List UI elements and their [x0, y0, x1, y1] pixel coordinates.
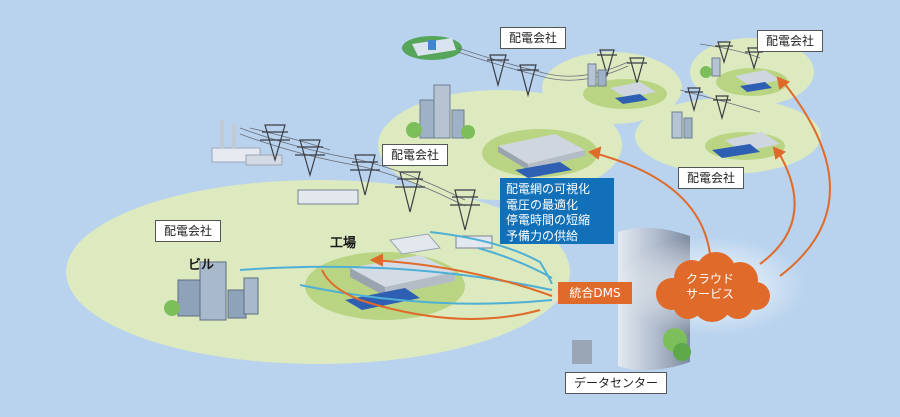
function-list-box: 配電網の可視化 電圧の最適化 停電時間の短縮 予備力の供給: [500, 178, 614, 244]
integrated-dms-box: 統合DMS: [558, 282, 632, 304]
label-distribution-company-main: 配電会社: [155, 220, 222, 242]
hydro-dam: [402, 36, 462, 60]
label-distribution-company-top: 配電会社: [500, 27, 567, 49]
pylons: [260, 41, 763, 231]
cloud-service-line1: クラウド: [685, 272, 734, 286]
power-plant: [211, 120, 283, 166]
mid-buildings: [406, 84, 475, 139]
office-buildings: [164, 261, 259, 321]
cloud-service-label: クラウド サービス: [660, 272, 760, 302]
mid-substation: [498, 134, 585, 178]
label-factory: 工場: [330, 236, 357, 251]
label-building: ビル: [188, 258, 215, 273]
function-outage-reduction: 停電時間の短縮: [506, 213, 591, 227]
substations: [297, 189, 493, 249]
label-distribution-company-right-top: 配電会社: [757, 30, 824, 52]
right-mid-cluster: [671, 111, 780, 158]
top-cluster: [587, 63, 656, 104]
label-data-center: データセンター: [565, 372, 668, 394]
cloud-service-line2: サービス: [685, 287, 734, 301]
cloud-service-shape: [656, 252, 770, 322]
right-top-cluster: [700, 57, 780, 92]
label-distribution-company-right-mid: 配電会社: [678, 167, 745, 189]
function-voltage-optimization: 電圧の最適化: [506, 197, 579, 212]
function-reserve-supply: 予備力の供給: [506, 228, 579, 243]
orange-flows: [321, 76, 831, 320]
label-distribution-company-mid: 配電会社: [382, 144, 449, 166]
function-visualization: 配電網の可視化: [506, 182, 591, 196]
